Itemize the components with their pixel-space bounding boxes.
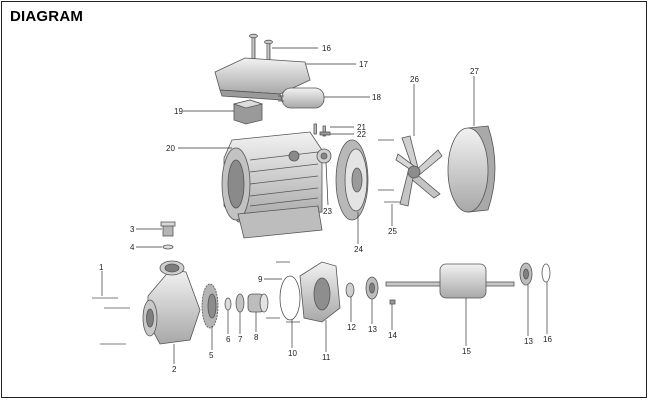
callout-17: 16 <box>322 44 331 53</box>
callout-4: 4 <box>130 243 135 252</box>
part-end-cover-25 <box>335 139 369 221</box>
callout-27: 26 <box>410 75 419 84</box>
part-bolts-1 <box>92 297 130 345</box>
callout-23: 22 <box>357 130 366 139</box>
callout-6: 6 <box>226 335 231 344</box>
callout-1: 1 <box>99 263 104 272</box>
part-bearings-12-13-key-14 <box>345 276 396 305</box>
part-impeller-5 <box>201 283 219 329</box>
part-motor-housing-21 <box>221 131 323 239</box>
part-bearing-13-circlip-16 <box>519 262 551 286</box>
part-terminal-block-20 <box>232 99 264 125</box>
part-plug-3-washer-4 <box>160 221 176 250</box>
part-pins-9-oring-10 <box>266 261 301 323</box>
callout-16: 16 <box>543 335 552 344</box>
part-bracket-11 <box>299 261 341 323</box>
callout-11: 11 <box>322 353 331 362</box>
callout-10: 10 <box>288 349 297 358</box>
callout-18: 17 <box>359 60 368 69</box>
part-fan-cover-28 <box>447 125 496 213</box>
callout-5: 5 <box>209 351 214 360</box>
part-bearing-24 <box>316 148 332 164</box>
callout-7: 7 <box>238 335 243 344</box>
part-pump-casing-2 <box>142 260 201 345</box>
callout-14: 14 <box>388 331 397 340</box>
callout-21: 20 <box>166 144 175 153</box>
callout-labels: 16 17 18 19 20 21 22 23 24 25 26 27 3 4 … <box>99 44 552 374</box>
part-screws-22-23 <box>313 123 331 137</box>
part-rotor-shaft-15 <box>385 263 515 299</box>
callout-9: 9 <box>258 275 263 284</box>
callout-25: 24 <box>354 245 363 254</box>
part-capacitor-19 <box>278 87 325 109</box>
callout-20: 19 <box>174 107 183 116</box>
callout-12: 12 <box>347 323 356 332</box>
part-seals-6-7-8 <box>224 293 269 313</box>
diagram-title: DIAGRAM <box>10 8 84 25</box>
leader-lines <box>101 47 548 364</box>
callout-19: 18 <box>372 93 381 102</box>
callout-22: 21 <box>357 123 366 132</box>
callout-24: 23 <box>323 207 332 216</box>
callout-8: 8 <box>254 333 259 342</box>
callout-13-a: 13 <box>368 325 377 334</box>
callout-15: 15 <box>462 347 471 356</box>
part-bolts-26 <box>378 139 400 203</box>
callout-2: 2 <box>172 365 177 374</box>
callout-28: 27 <box>470 67 479 76</box>
callout-13-b: 13 <box>524 337 533 346</box>
callout-3: 3 <box>130 225 135 234</box>
part-fan-27 <box>395 135 443 207</box>
callout-26: 25 <box>388 227 397 236</box>
